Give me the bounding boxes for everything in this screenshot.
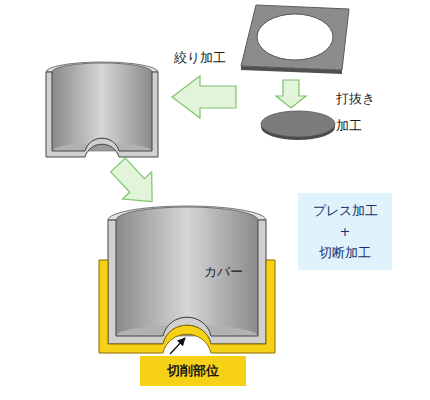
process-arrow	[172, 76, 236, 118]
box-text: 切削部位	[167, 363, 219, 379]
cover-section	[99, 260, 275, 353]
sheet-plate	[241, 5, 349, 70]
box-text: プレス加工 + 切断加工	[313, 200, 378, 263]
cup-rim	[46, 62, 158, 72]
leader-arrow	[170, 338, 185, 354]
process-label: 絞り加工	[174, 50, 226, 66]
punched-hole	[257, 14, 333, 60]
process-box: プレス加工 + 切断加工	[298, 193, 392, 270]
callout-box: 切削部位	[140, 356, 246, 386]
cup-section	[46, 72, 158, 157]
cup-rim	[108, 206, 266, 220]
process-label: 打抜き 加工	[336, 85, 375, 139]
blank-disc	[261, 111, 335, 137]
cup-inner-wall	[116, 207, 258, 336]
part-name: カバー	[204, 264, 243, 280]
process-arrow	[103, 151, 166, 215]
process-arrow	[276, 80, 306, 108]
